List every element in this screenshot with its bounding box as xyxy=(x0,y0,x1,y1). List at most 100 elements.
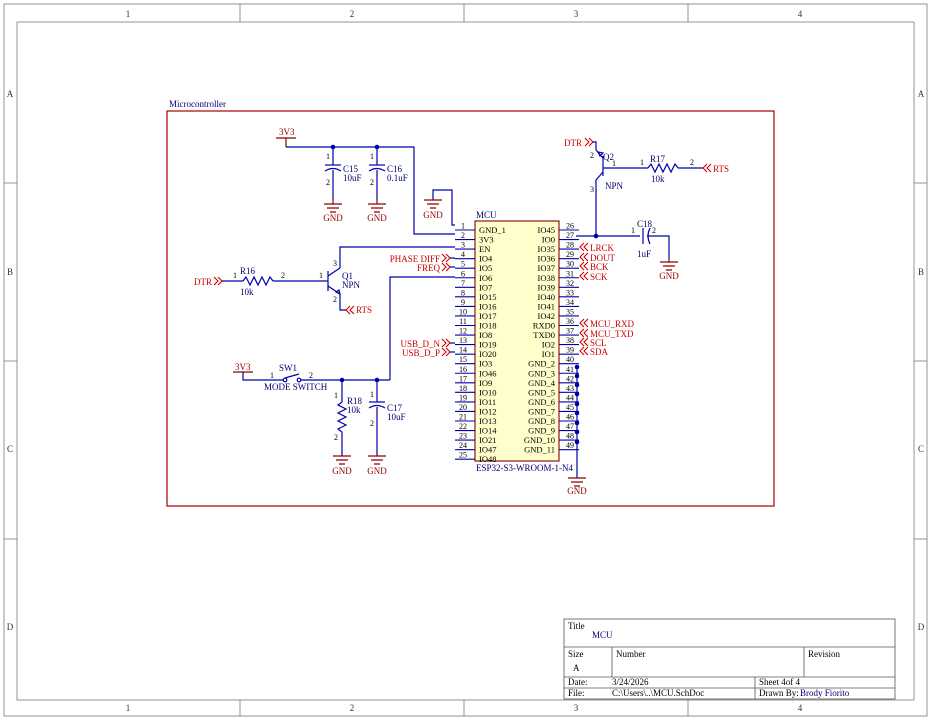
mcu-pin-13-name: IO19 xyxy=(479,340,496,350)
q1-value: NPN xyxy=(342,280,361,290)
mcu-designator: MCU xyxy=(476,210,497,220)
mcu-pin-34-number: 34 xyxy=(566,298,574,307)
mcu-pin-27-number: 27 xyxy=(566,231,574,240)
mcu-pin-17-name: IO9 xyxy=(479,378,492,388)
row-b-right: B xyxy=(918,267,924,277)
gnd-c16: GND xyxy=(367,213,387,223)
svg-text:1: 1 xyxy=(370,390,374,399)
mcu-pin-32-name: IO39 xyxy=(538,282,555,292)
mcu-pin-30-number: 30 xyxy=(566,260,574,269)
r17-designator: R17 xyxy=(650,154,666,164)
svg-text:1: 1 xyxy=(631,226,635,235)
q2-value: NPN xyxy=(605,181,624,191)
svg-text:1: 1 xyxy=(319,271,323,280)
mcu-pin-31-number: 31 xyxy=(566,269,574,278)
mcu-pin-43-name: GND_5 xyxy=(528,387,555,397)
mcu-pin-25-number: 25 xyxy=(459,451,467,460)
sw1-designator: SW1 xyxy=(279,363,297,373)
mcu-pin-7-name: IO7 xyxy=(479,282,492,292)
mcu-pin-8-number: 8 xyxy=(461,288,465,297)
r16-value: 10k xyxy=(240,287,254,297)
mcu-pin-15-number: 15 xyxy=(459,355,467,364)
dtr-r16-flag xyxy=(213,276,223,286)
r17-value: 10k xyxy=(651,174,665,184)
right-nets: LRCK DOUT BCK SCK MCU_RXD MCU_TXD SCL SD… xyxy=(579,242,635,357)
mcu-pin-24-name: IO47 xyxy=(479,445,496,455)
mcu-pin-6-name: IO6 xyxy=(479,273,492,283)
mcu-pin-14-number: 14 xyxy=(459,346,467,355)
net-scl: SCL xyxy=(590,338,607,348)
mcu-pin-38-name: IO2 xyxy=(542,340,555,350)
mcu-pin-9-number: 9 xyxy=(461,298,465,307)
net-mcu-rxd: MCU_RXD xyxy=(590,319,635,329)
mcu-pin-20-name: IO12 xyxy=(479,406,496,416)
sheet-text: Sheet 4of 4 xyxy=(759,677,800,687)
mode-switch-circuit: 3V3 1 2 SW1 MODE SWITCH 1 2 R18 10k GND … xyxy=(233,276,455,476)
mcu-pin-26-number: 26 xyxy=(566,222,574,231)
r16-designator: R16 xyxy=(240,266,256,276)
net-sda: SDA xyxy=(590,347,609,357)
3v3-top-label: 3V3 xyxy=(279,127,295,137)
row-a-left: A xyxy=(7,89,14,99)
mcu-pin-37-number: 37 xyxy=(566,327,574,336)
net-usb-d-n: USB_D_N xyxy=(400,339,440,349)
left-nets: PHASE DIFF FREQ USB_D_N USB_D_P xyxy=(390,253,455,358)
decoupling-caps: 3V3 1 2 C15 10uF GND 1 2 C16 0.1uF GND xyxy=(276,127,455,235)
c15-value: 10uF xyxy=(343,173,362,183)
rts-r17-net: RTS xyxy=(713,164,729,174)
date-label: Date: xyxy=(568,677,588,687)
c17-value: 10uF xyxy=(387,412,406,422)
svg-text:1: 1 xyxy=(370,152,374,161)
mcu-pin-11-number: 11 xyxy=(459,317,467,326)
svg-text:3: 3 xyxy=(590,185,594,194)
mcu-pin-15-name: IO3 xyxy=(479,359,492,369)
file-label: File: xyxy=(568,688,585,698)
net-usb-d-p: USB_D_P xyxy=(402,348,440,358)
gnd-r18: GND xyxy=(332,466,352,476)
svg-text:2: 2 xyxy=(370,178,374,187)
mcu-pin-28-number: 28 xyxy=(566,241,574,250)
mcu-pin-28-name: IO35 xyxy=(538,244,555,254)
size-value: A xyxy=(573,663,580,673)
mcu-pin-41-number: 41 xyxy=(566,365,574,374)
mcu-pin-32-number: 32 xyxy=(566,279,574,288)
mcu-pin-1-name: GND_1 xyxy=(479,225,506,235)
rts-r17-flag xyxy=(702,163,712,173)
col-3-top: 3 xyxy=(574,9,579,19)
svg-text:1: 1 xyxy=(334,391,338,400)
microcontroller-block-label: Microcontroller xyxy=(169,99,226,109)
c18-designator: C18 xyxy=(637,219,653,229)
net-lrck: LRCK xyxy=(590,243,615,253)
mcu-pin-35-number: 35 xyxy=(566,307,574,316)
mcu-pin-36-name: RXD0 xyxy=(533,321,555,331)
microcontroller-block xyxy=(166,110,775,507)
title-label: Title xyxy=(568,621,585,631)
col-1-top: 1 xyxy=(126,9,131,19)
mcu-pin-7-number: 7 xyxy=(461,279,465,288)
3v3-sw-label: 3V3 xyxy=(235,362,251,372)
mcu-pin-29-number: 29 xyxy=(566,250,574,259)
file-value: C:\Users\..\MCU.SchDoc xyxy=(612,688,704,698)
gnd-c18: GND xyxy=(659,271,679,281)
mcu-body xyxy=(474,220,560,462)
mcu-pin-21-name: IO13 xyxy=(479,416,496,426)
net-freq: FREQ xyxy=(417,263,441,273)
col-4-bottom: 4 xyxy=(798,703,803,713)
mcu-pin-40-name: GND_2 xyxy=(528,359,555,369)
mcu-part: ESP32-S3-WROOM-1-N4 xyxy=(476,463,574,473)
svg-text:2: 2 xyxy=(281,271,285,280)
mcu-pin-46-name: GND_8 xyxy=(528,416,555,426)
mcu-pin-21-number: 21 xyxy=(459,413,467,422)
mcu-pin-41-name: GND_3 xyxy=(528,368,555,378)
mcu-pin-16-name: IO46 xyxy=(479,368,496,378)
q2-designator: Q2 xyxy=(603,152,614,162)
svg-text:2: 2 xyxy=(309,371,313,380)
drawn-by-value: Brody Fiorito xyxy=(800,688,850,698)
mcu-pin-20-number: 20 xyxy=(459,403,467,412)
mcu-pin-14-name: IO20 xyxy=(479,349,496,359)
mcu-pin-22-number: 22 xyxy=(459,422,467,431)
revision-label: Revision xyxy=(808,649,841,659)
mcu-pin-49-name: GND_11 xyxy=(524,445,555,455)
mcu-pin-19-number: 19 xyxy=(459,393,467,402)
